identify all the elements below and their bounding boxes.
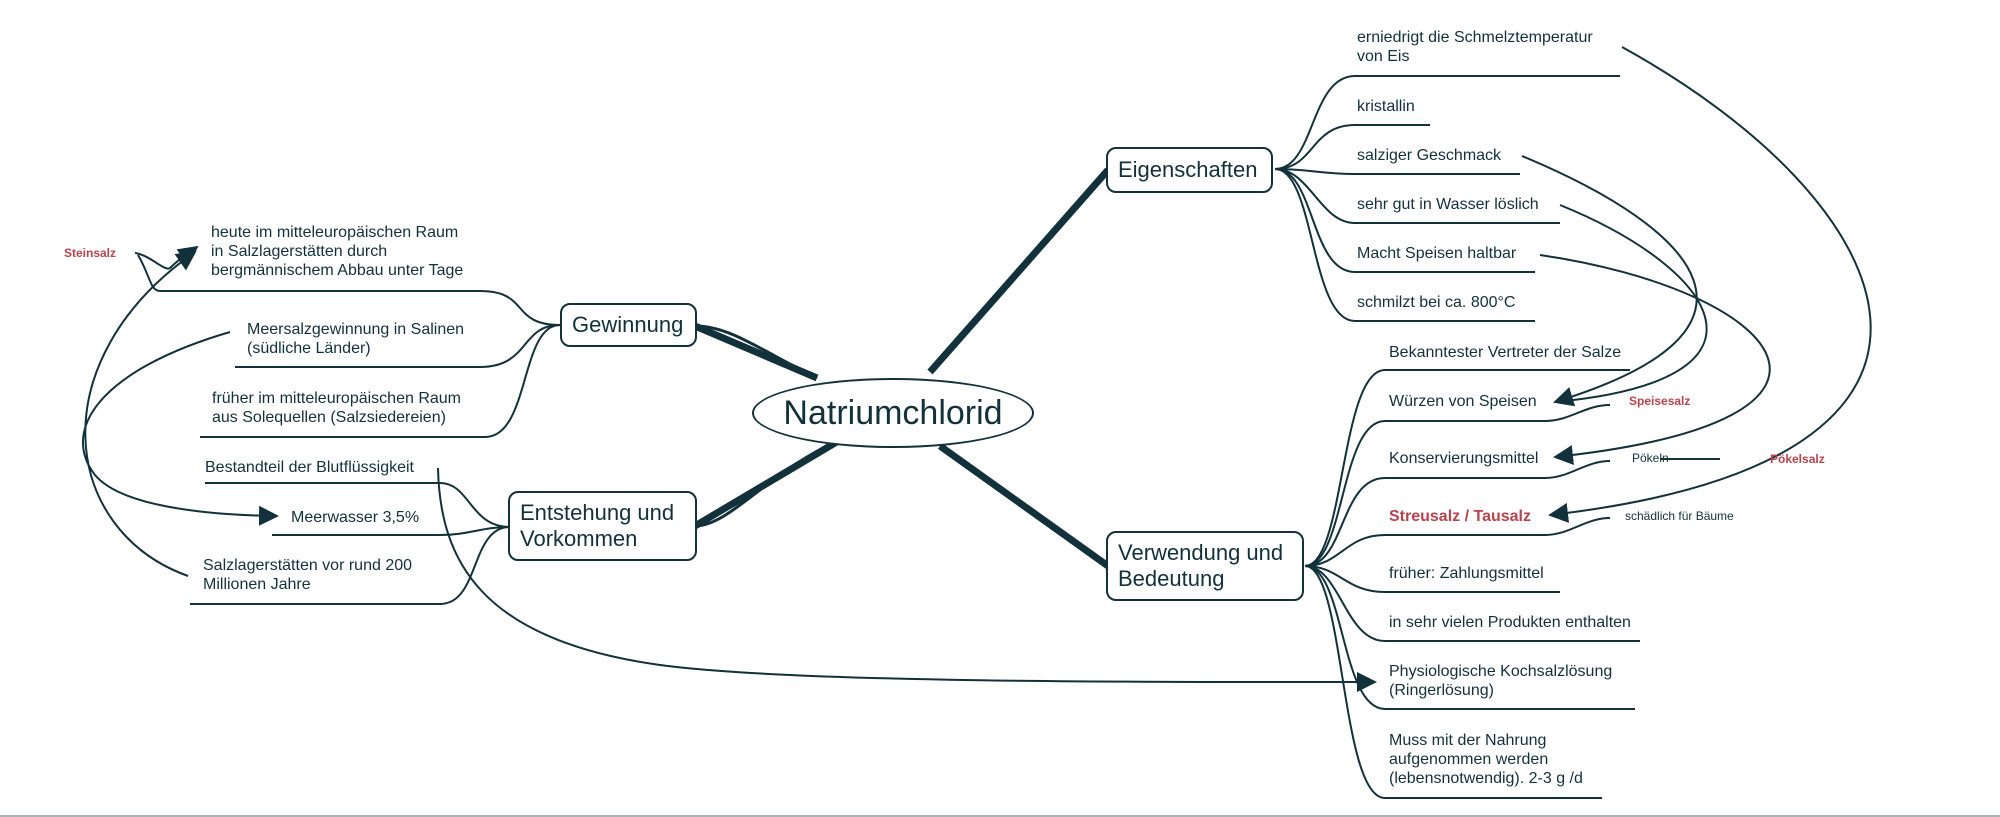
leaf-verwendung-8: Muss mit der Nahrung aufgenommen werden …	[1389, 732, 1583, 787]
leaf-gewinnung-1: heute im mitteleuropäischen Raum in Salz…	[211, 224, 464, 279]
leaf-line-eigenschaften-6	[1274, 168, 1535, 322]
branch-gewinnung	[693, 322, 819, 382]
leaf-eigenschaften-3: salziger Geschmack	[1357, 147, 1502, 164]
leaf-entstehung-1: Bestandteil der Blutflüssigkeit	[205, 459, 414, 476]
leaf-verwendung-4: Streusalz / Tausalz	[1389, 508, 1531, 525]
leaf-line-eigenschaften-1	[1274, 75, 1620, 170]
arrow-blut-to-ringer	[437, 467, 1377, 693]
leaf-line-verwendung-8	[1304, 565, 1602, 799]
leaf-line-eigenschaften-5	[1274, 168, 1535, 273]
node-verwendung: Verwendung und Bedeutung	[1106, 531, 1304, 601]
arrow-schmelz-to-streusalz	[1548, 46, 1872, 523]
leaf-line-gewinnung-3	[200, 324, 561, 438]
leaf-verwendung-7: Physiologische Kochsalzlösung (Ringerlös…	[1389, 663, 1613, 699]
leaf-line-verwendung-6	[1304, 565, 1640, 642]
arrow-haltbar-to-konserv	[1539, 254, 1771, 466]
leaf-eigenschaften-5: Macht Speisen haltbar	[1357, 245, 1517, 262]
arrow-geschmack-to-wuerzen	[1521, 155, 1698, 407]
leaf-line-verwendung-7	[1304, 565, 1635, 710]
leaf-verwendung-5: früher: Zahlungsmittel	[1389, 565, 1544, 582]
arrow-meersalz-to-meerwasser	[81, 331, 279, 526]
leaf-line-verwendung-3	[1304, 460, 1611, 567]
leaf-line-verwendung-1	[1304, 369, 1630, 567]
leaf-line-entstehung-1	[205, 482, 511, 528]
leaf-line-gewinnung-2	[235, 324, 561, 368]
annotation-steinsalz: Steinsalz	[64, 246, 117, 260]
leaf-eigenschaften-4: sehr gut in Wasser löslich	[1357, 196, 1539, 213]
node-eigenschaften: Eigenschaften	[1106, 147, 1273, 193]
annotation-schaedlich: schädlich für Bäume	[1625, 509, 1734, 523]
central-node: Natriumchlorid	[752, 378, 1034, 448]
leaf-line-verwendung-2	[1304, 404, 1611, 567]
leaf-gewinnung-3: früher im mitteleuropäischen Raum aus So…	[212, 390, 461, 426]
leaf-gewinnung-2: Meersalzgewinnung in Salinen (südliche L…	[247, 321, 465, 357]
leaf-eigenschaften-1: erniedrigt die Schmelztemperatur von Eis	[1357, 29, 1593, 65]
leaf-line-gewinnung-1	[137, 254, 561, 326]
leaf-line-entstehung-3	[190, 526, 511, 605]
arrow-salzlager-to-gewinnung	[84, 250, 197, 577]
leaf-line-verwendung-4	[1304, 517, 1611, 567]
leaf-eigenschaften-2: kristallin	[1357, 98, 1415, 115]
leaf-line-eigenschaften-3	[1274, 168, 1520, 175]
bottom-border	[0, 815, 2000, 817]
branch-eigenschaften	[927, 167, 1111, 375]
leaf-line-verwendung-5	[1304, 565, 1560, 593]
leaf-line-eigenschaften-2	[1274, 124, 1430, 170]
annotation-speisesalz: Speisesalz	[1629, 394, 1691, 408]
leaf-verwendung-6: in sehr vielen Produkten enthalten	[1389, 614, 1631, 631]
leaf-eigenschaften-6: schmilzt bei ca. 800°C	[1357, 294, 1516, 311]
branch-verwendung	[937, 443, 1111, 569]
leaf-line-entstehung-2	[272, 526, 511, 536]
arrow-loeslich-to-wuerzen	[1554, 204, 1708, 403]
annotation-poekeln: Pökeln	[1632, 451, 1669, 465]
leaf-verwendung-3: Konservierungsmittel	[1389, 450, 1539, 467]
leaf-entstehung-3: Salzlagerstätten vor rund 200 Millionen …	[203, 557, 413, 593]
leaf-entstehung-2: Meerwasser 3,5%	[291, 509, 420, 526]
node-gewinnung: Gewinnung	[560, 303, 697, 347]
leaf-verwendung-1: Bekanntester Vertreter der Salze	[1389, 344, 1622, 361]
leaf-verwendung-2: Würzen von Speisen	[1389, 393, 1537, 410]
node-entstehung: Entstehung und Vorkommen	[508, 491, 697, 561]
annotation-poekelsalz: Pökelsalz	[1770, 452, 1825, 466]
